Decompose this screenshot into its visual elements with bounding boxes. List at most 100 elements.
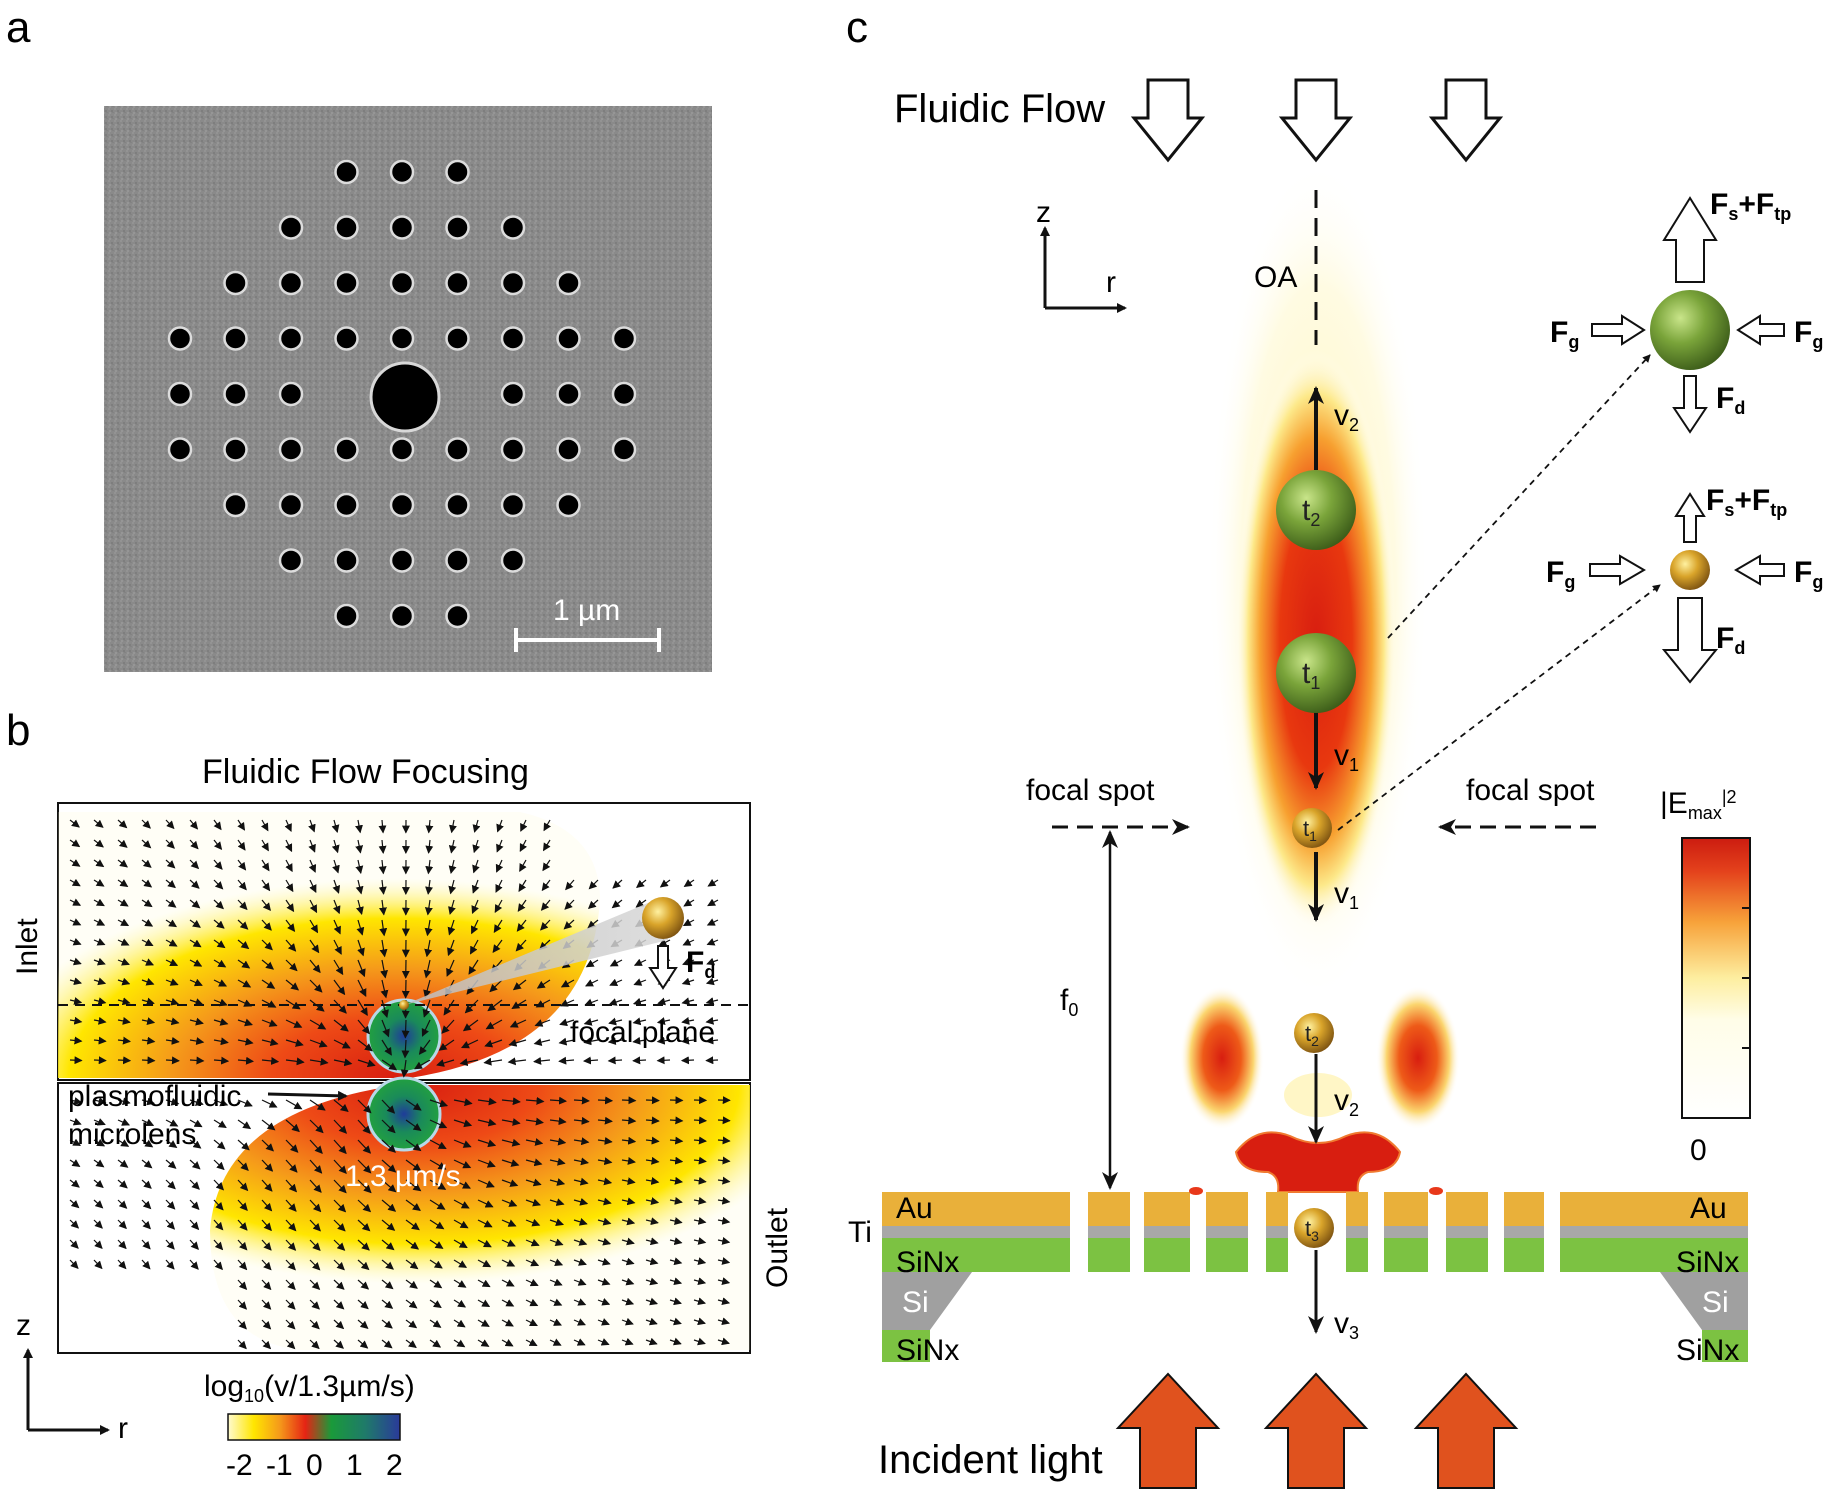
velocity-vector [357, 1259, 370, 1271]
layer-left-si: Si [902, 1286, 929, 1319]
velocity-vector [520, 819, 528, 832]
velocity-vector [453, 1119, 473, 1128]
velocity-vector [680, 1056, 695, 1065]
velocity-vector [436, 1059, 455, 1067]
colorbar-c-zero: 0 [1690, 1134, 1707, 1167]
velocity-vector [189, 919, 201, 928]
velocity-vector [424, 939, 433, 958]
velocity-vector [425, 859, 434, 875]
velocity-vector [429, 1299, 442, 1309]
velocity-vector [117, 958, 130, 966]
velocity-vector [165, 939, 178, 947]
left-sinx-layer [882, 1238, 1070, 1272]
colorbar-b-tick-0: -2 [226, 1449, 253, 1482]
velocity-vector [141, 859, 152, 868]
velocity-vector [69, 839, 81, 848]
velocity-vector [237, 1219, 248, 1231]
sem-hole [445, 548, 470, 573]
svg-text:t1: t1 [1303, 816, 1317, 844]
velocity-vector [573, 1157, 589, 1166]
light-arrow-2 [1413, 1372, 1519, 1489]
velocity-vector [669, 1217, 683, 1225]
velocity-vector [333, 979, 346, 996]
velocity-vector [509, 1019, 527, 1028]
velocity-vector [285, 1239, 297, 1251]
velocity-vector [117, 977, 131, 986]
velocity-vector [357, 1159, 372, 1174]
velocity-vector [165, 1119, 179, 1127]
sem-hole [334, 437, 359, 462]
velocity-vector [213, 1056, 230, 1065]
velocity-vector [693, 1156, 707, 1165]
sem-hole [556, 381, 581, 407]
velocity-vector [549, 1137, 567, 1146]
velocity-vector [501, 1339, 514, 1347]
velocity-vector [165, 1219, 176, 1230]
velocity-vector [560, 979, 575, 988]
left-ti-layer [882, 1226, 1070, 1238]
velocity-vector [448, 899, 456, 915]
velocity-vector [453, 1179, 471, 1189]
velocity-vector [597, 1217, 612, 1226]
layer-right-au: Au [1690, 1192, 1727, 1225]
velocity-vector [683, 898, 695, 907]
axis-c-z: z [1036, 196, 1051, 229]
velocity-vector [381, 1279, 394, 1290]
velocity-vector [425, 819, 434, 834]
center-ti-segment [1384, 1226, 1428, 1238]
incident-light-arrows [1115, 1372, 1519, 1489]
focal-plane-label: focal plane [570, 1016, 715, 1049]
velocity-vector [93, 859, 105, 868]
velocity-vector [357, 1279, 370, 1290]
velocity-vector [117, 997, 131, 1006]
velocity-vector [717, 1116, 731, 1125]
velocity-vector [405, 1219, 420, 1231]
velocity-vector [309, 879, 317, 894]
particle-gold-t3: t3 [1294, 1208, 1334, 1248]
velocity-vector [261, 919, 272, 931]
velocity-vector [587, 899, 599, 910]
velocity-vector [501, 1159, 520, 1167]
velocity-vector [213, 1018, 229, 1026]
velocity-vector [189, 1159, 201, 1170]
velocity-vector [93, 1199, 104, 1209]
velocity-vector [381, 1159, 397, 1173]
velocity-vector [609, 959, 623, 967]
velocity-vector [165, 1036, 180, 1045]
velocity-vector [621, 1157, 636, 1165]
velocity-vector [261, 839, 269, 852]
velocity-vector [333, 1339, 344, 1349]
velocity-vector [632, 1036, 647, 1045]
velocity-vector [93, 1138, 106, 1147]
velocity-vector [705, 977, 719, 986]
center-sinx-segment [1384, 1238, 1428, 1272]
label-v2-bottom: v2 [1334, 1084, 1359, 1120]
svg-text:t1: t1 [1302, 657, 1320, 693]
velocity-vector [117, 898, 129, 907]
velocity-vector [541, 879, 551, 892]
velocity-vector [261, 959, 275, 970]
velocity-vector [213, 839, 223, 851]
velocity-vector [357, 1199, 372, 1213]
velocity-vector [356, 919, 365, 936]
velocity-vector [93, 1036, 107, 1045]
velocity-vector [717, 1237, 731, 1245]
outlet-label: Outlet [761, 1207, 794, 1288]
sem-hole [167, 326, 193, 351]
velocity-vector [621, 1277, 635, 1286]
velocity-vector [309, 1339, 320, 1350]
velocity-vector [472, 859, 480, 874]
velocity-vector [285, 939, 297, 952]
velocity-vector [285, 1259, 296, 1271]
velocity-vector [189, 1219, 200, 1231]
velocity-vector [558, 1037, 575, 1046]
velocity-vector [309, 1057, 329, 1066]
velocity-vector [468, 959, 479, 975]
velocity-vector [563, 919, 575, 930]
particle-gold-small-b [399, 1000, 409, 1010]
sem-hole [556, 326, 581, 351]
velocity-vector [213, 1098, 229, 1107]
sem-hole [223, 270, 248, 296]
center-ti-segment [1144, 1226, 1190, 1238]
velocity-vector [189, 978, 203, 987]
